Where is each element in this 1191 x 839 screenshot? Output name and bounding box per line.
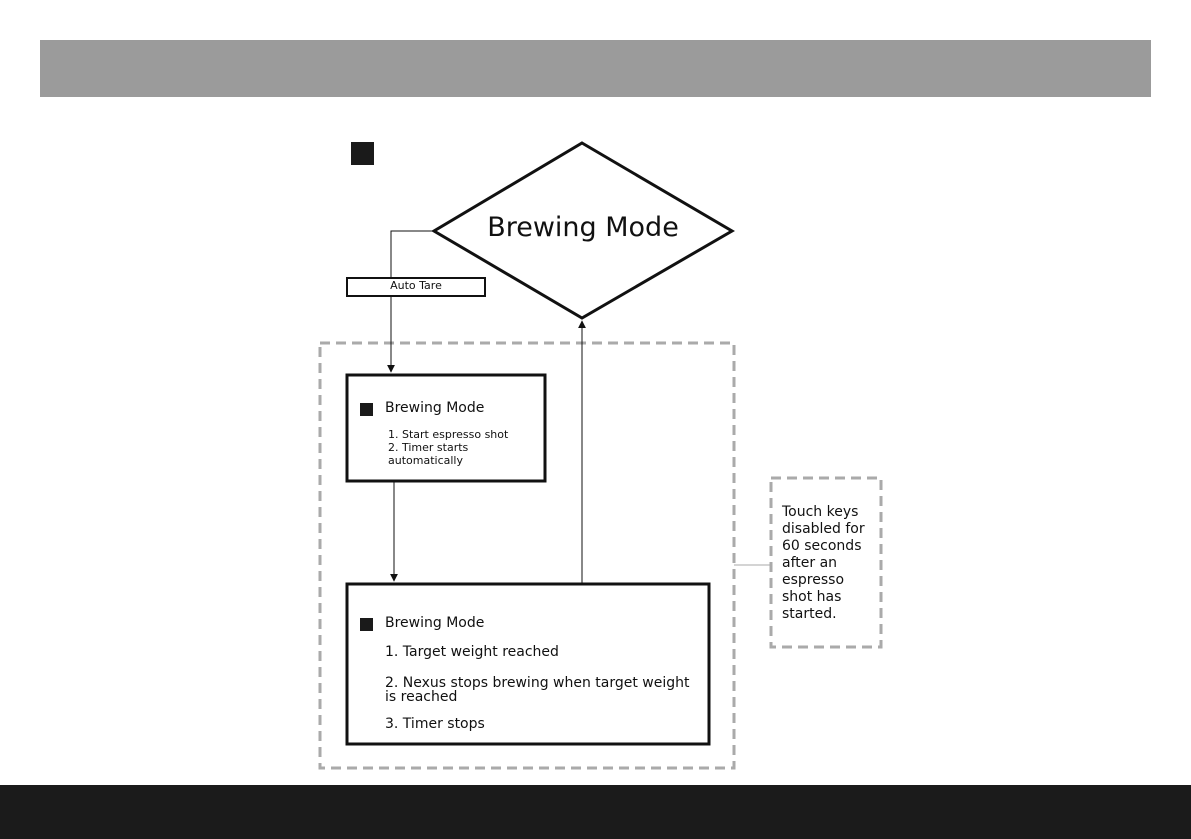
note-line: espresso [782,572,874,589]
step2-title: Brewing Mode [385,615,484,631]
step1-item-2-cont: automatically [388,454,463,467]
note-line: after an [782,555,874,572]
note-line: 60 seconds [782,538,874,555]
step2-item-3: 3. Timer stops [385,717,485,731]
note-line: Touch keys [782,504,874,521]
auto-tare-label: Auto Tare [347,279,485,292]
connector-diamond-left [391,231,434,278]
decision-label: Brewing Mode [440,212,726,243]
step1-title: Brewing Mode [385,400,484,416]
step2-item-2-cont: is reached [385,690,457,704]
footer-bar [0,785,1191,839]
note-line: shot has [782,589,874,606]
step2-item-1: 1. Target weight reached [385,645,559,659]
step1-square-icon [360,403,373,416]
step1-item-1: 1. Start espresso shot [388,428,508,441]
note-line: started. [782,606,874,623]
note-text: Touch keys disabled for 60 seconds after… [782,504,874,623]
step2-square-icon [360,618,373,631]
step1-item-2: 2. Timer starts [388,441,468,454]
step2-item-2: 2. Nexus stops brewing when target weigh… [385,676,690,690]
note-line: disabled for [782,521,874,538]
marker-square [351,142,374,165]
